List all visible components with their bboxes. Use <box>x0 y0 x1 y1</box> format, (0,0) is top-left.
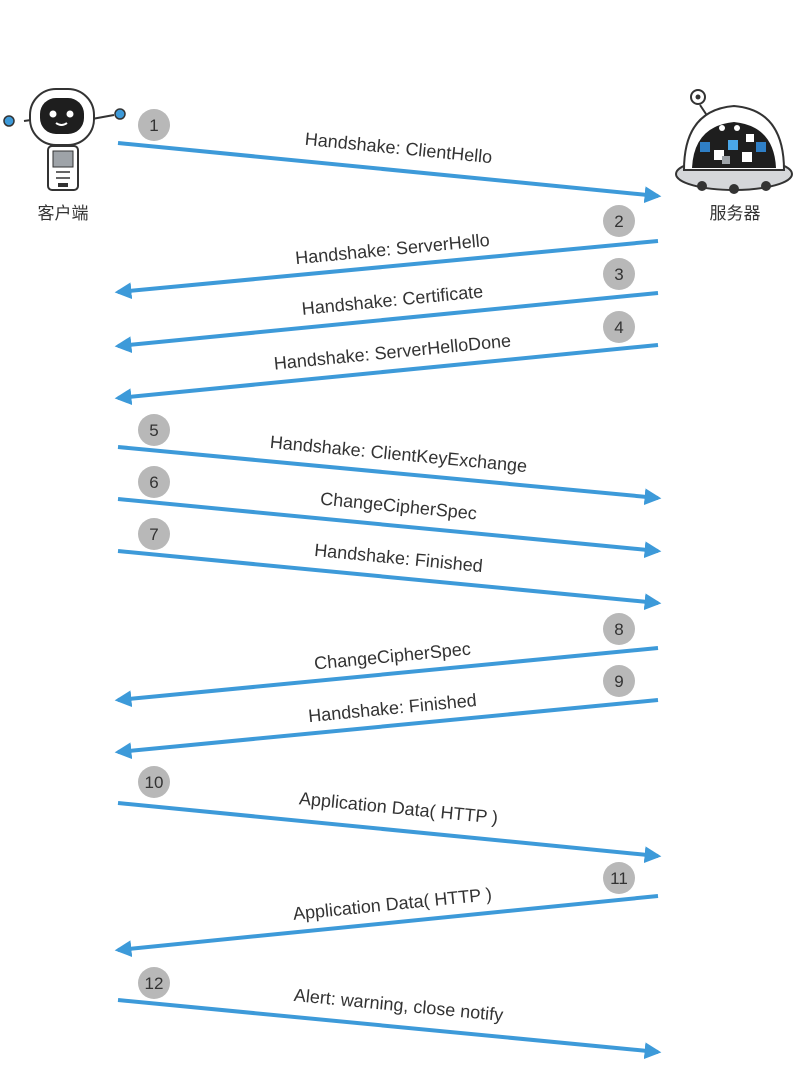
step-number-7: 7 <box>149 525 158 544</box>
step-number-2: 2 <box>614 212 623 231</box>
step-number-1: 1 <box>149 116 158 135</box>
step-badge-3 <box>603 258 635 290</box>
message-arrow-11 <box>114 894 659 958</box>
message-label-2: Handshake: ServerHello <box>294 230 490 268</box>
step-badge-12 <box>138 967 170 999</box>
step-number-4: 4 <box>614 318 623 337</box>
message-label-6: ChangeCipherSpec <box>319 489 477 524</box>
message-arrow-12 <box>117 998 662 1060</box>
step-number-11: 11 <box>610 869 628 888</box>
robot-server-icon <box>675 89 793 194</box>
step-badge-7 <box>138 518 170 550</box>
message-arrow-6 <box>117 497 662 559</box>
step-badge-5 <box>138 414 170 446</box>
step-number-5: 5 <box>149 421 158 440</box>
message-label-11: Application Data( HTTP ) <box>292 884 493 924</box>
message-label-1: Handshake: ClientHello <box>304 129 493 167</box>
message-arrow-9 <box>114 698 659 760</box>
message-arrow-5 <box>117 445 662 506</box>
server-label: 服务器 <box>710 204 761 224</box>
step-badge-6 <box>138 466 170 498</box>
step-badge-11 <box>603 862 635 894</box>
step-number-12: 12 <box>145 974 164 993</box>
step-badge-1 <box>138 109 170 141</box>
message-arrow-1 <box>117 141 662 204</box>
robot-client-icon <box>3 88 126 191</box>
step-number-10: 10 <box>145 773 164 792</box>
message-arrow-8 <box>114 646 659 708</box>
message-label-4: Handshake: ServerHelloDone <box>273 330 512 373</box>
step-badge-2 <box>603 205 635 237</box>
step-number-3: 3 <box>614 265 623 284</box>
step-badge-9 <box>603 665 635 697</box>
step-badge-4 <box>603 311 635 343</box>
client-label: 客户端 <box>38 204 89 224</box>
message-label-5: Handshake: ClientKeyExchange <box>269 432 528 476</box>
message-arrow-7 <box>117 549 662 611</box>
step-number-6: 6 <box>149 473 158 492</box>
step-number-9: 9 <box>614 672 623 691</box>
message-arrow-3 <box>114 291 659 354</box>
message-arrow-2 <box>114 239 659 300</box>
step-badge-10 <box>138 766 170 798</box>
step-number-8: 8 <box>614 620 623 639</box>
message-arrow-4 <box>114 343 659 406</box>
message-arrow-10 <box>117 801 662 864</box>
step-badge-8 <box>603 613 635 645</box>
